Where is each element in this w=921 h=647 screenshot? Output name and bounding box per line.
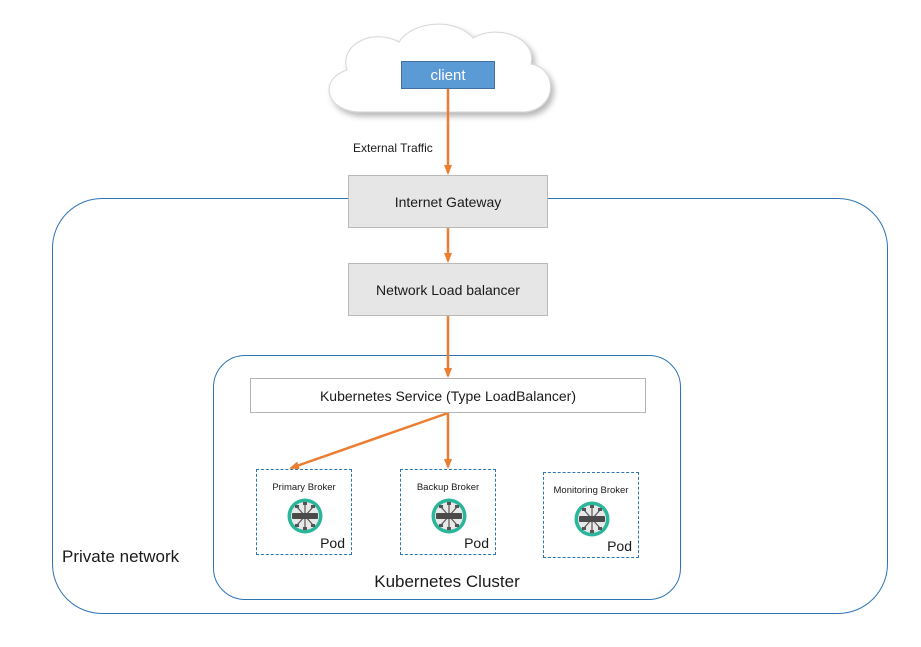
pod-label: Pod	[320, 535, 345, 551]
pod-title: Primary Broker	[272, 482, 336, 493]
kubernetes-cluster-label: Kubernetes Cluster	[374, 572, 520, 591]
external-traffic-label: External Traffic	[353, 141, 433, 155]
internet-gateway-node: Internet Gateway	[348, 175, 548, 228]
broker-icon	[574, 501, 610, 537]
client-node: client	[401, 61, 495, 89]
kubernetes-service-label: Kubernetes Service (Type LoadBalancer)	[319, 387, 577, 404]
pod-backup-broker: Backup Broker Pod	[400, 469, 496, 555]
internet-gateway-label: Internet Gateway	[394, 193, 502, 210]
arrow-service-to-primary	[289, 411, 449, 470]
private-network-label: Private network	[62, 547, 180, 566]
pod-label: Pod	[464, 535, 489, 551]
kubernetes-service-node: Kubernetes Service (Type LoadBalancer)	[250, 378, 646, 413]
broker-icon	[431, 498, 467, 534]
pod-title: Backup Broker	[416, 482, 480, 493]
pod-label: Pod	[607, 538, 632, 554]
broker-icon	[287, 498, 323, 534]
pod-primary-broker: Primary Broker Pod	[256, 469, 352, 555]
network-load-balancer-node: Network Load balancer	[348, 263, 548, 316]
pod-title: Monitoring Broker	[553, 485, 629, 496]
network-load-balancer-label: Network Load balancer	[376, 281, 520, 298]
pod-monitoring-broker: Monitoring Broker Pod	[543, 472, 639, 558]
